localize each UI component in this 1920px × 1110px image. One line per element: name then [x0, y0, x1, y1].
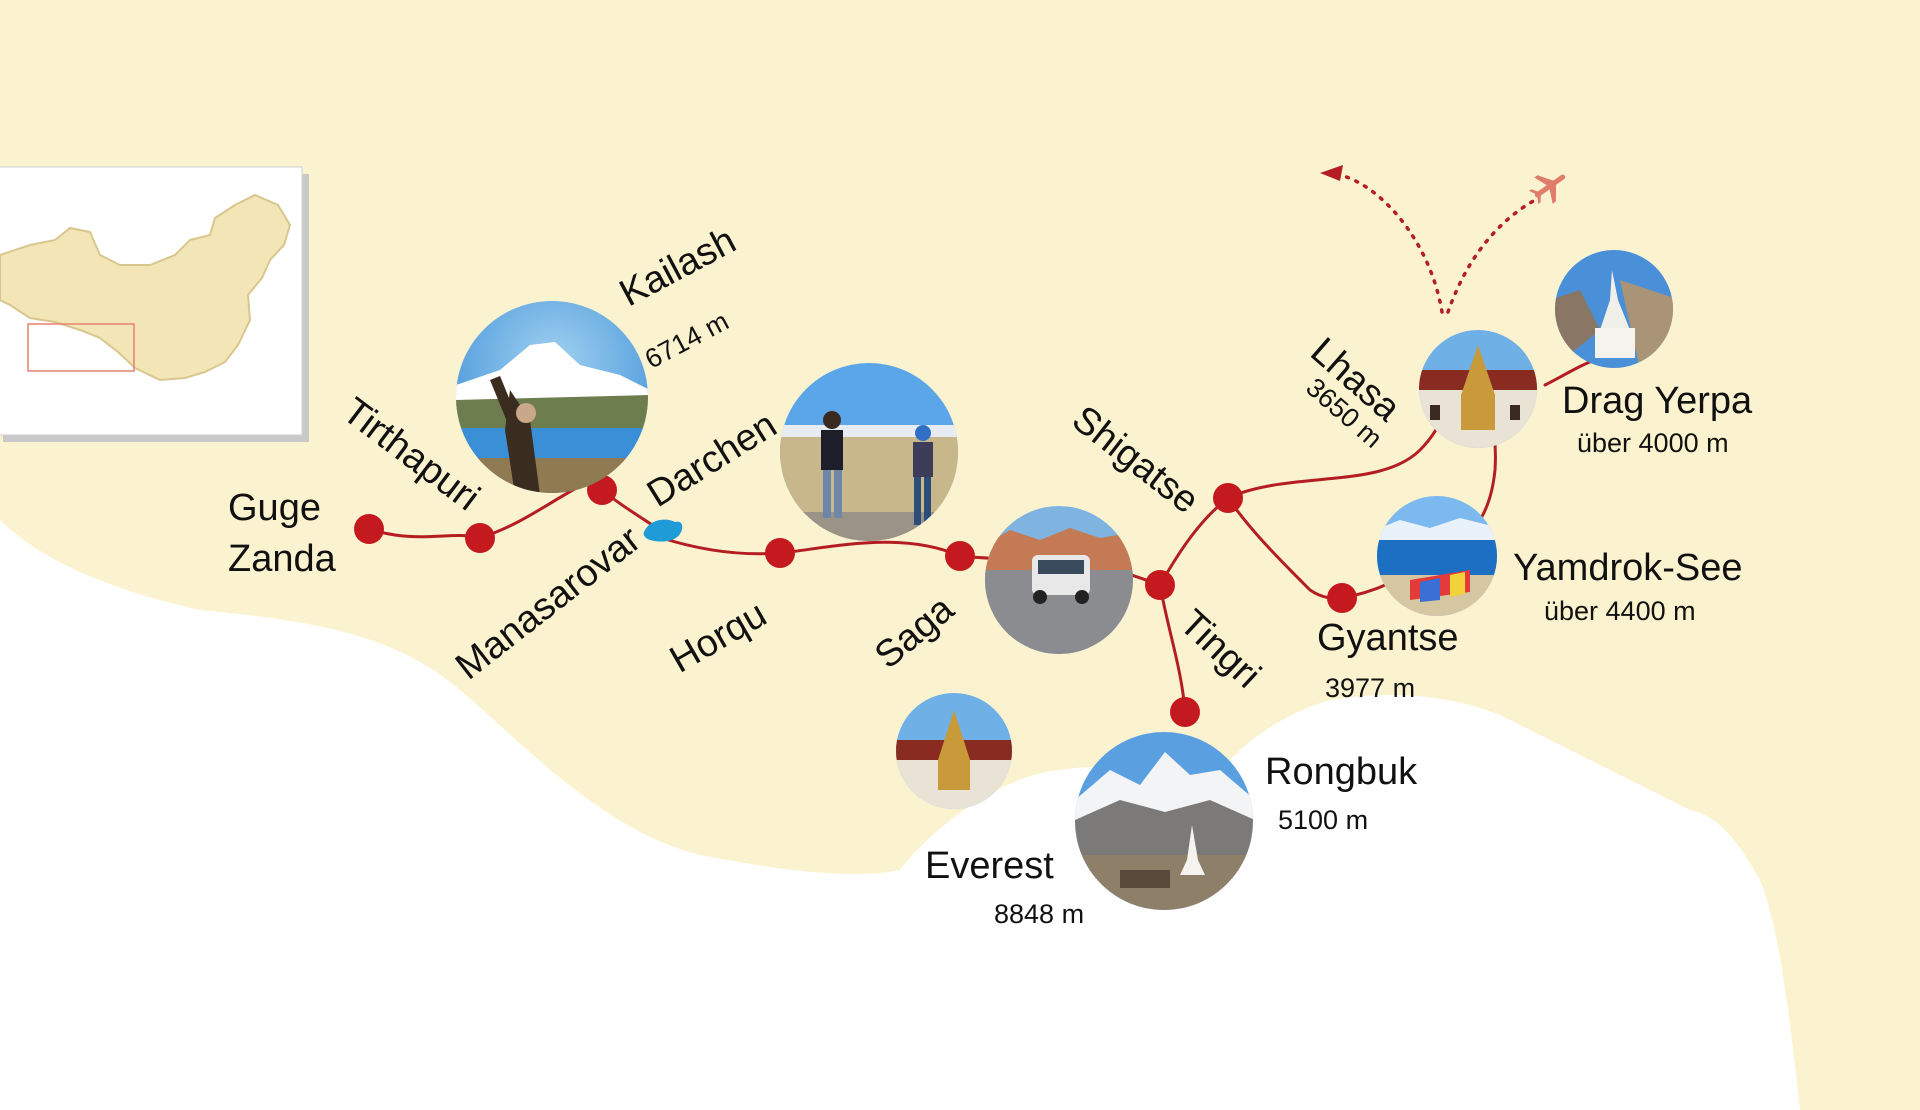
inset-china-map	[0, 166, 309, 442]
label-rongbuk: Rongbuk	[1265, 751, 1418, 793]
airplane-icon	[1529, 174, 1566, 205]
stop-tirthapuri	[465, 523, 495, 553]
label-rongbuk-altitude: 5100 m	[1278, 805, 1369, 835]
label-drag-yerpa-altitude: über 4000 m	[1577, 428, 1729, 458]
flight-path-in	[1446, 198, 1537, 314]
stop-gyantse	[1327, 583, 1357, 613]
label-zanda: Zanda	[228, 538, 336, 580]
label-everest: Everest	[925, 845, 1054, 887]
arrow-left-icon	[1320, 165, 1343, 181]
stop-horqu	[765, 538, 795, 568]
photo-everest	[1075, 732, 1253, 910]
label-yamdrok-altitude: über 4400 m	[1544, 596, 1696, 626]
stop-guge	[354, 514, 384, 544]
stop-rongbuk	[1170, 697, 1200, 727]
label-everest-altitude: 8848 m	[994, 899, 1085, 929]
china-outline	[0, 193, 292, 382]
inset-region-box	[27, 323, 135, 372]
manasarovar-lake	[643, 519, 683, 542]
stop-saga	[945, 541, 975, 571]
label-guge: Guge	[228, 487, 321, 529]
label-gyantse-altitude: 3977 m	[1325, 673, 1416, 703]
flight-path-out	[1338, 173, 1444, 314]
label-gyantse: Gyantse	[1317, 617, 1459, 659]
stop-shigatse	[1213, 483, 1243, 513]
label-drag-yerpa: Drag Yerpa	[1562, 380, 1753, 422]
label-yamdrok: Yamdrok-See	[1513, 547, 1743, 589]
photo-lhasa-temple	[1419, 330, 1537, 448]
stop-tingri	[1145, 570, 1175, 600]
